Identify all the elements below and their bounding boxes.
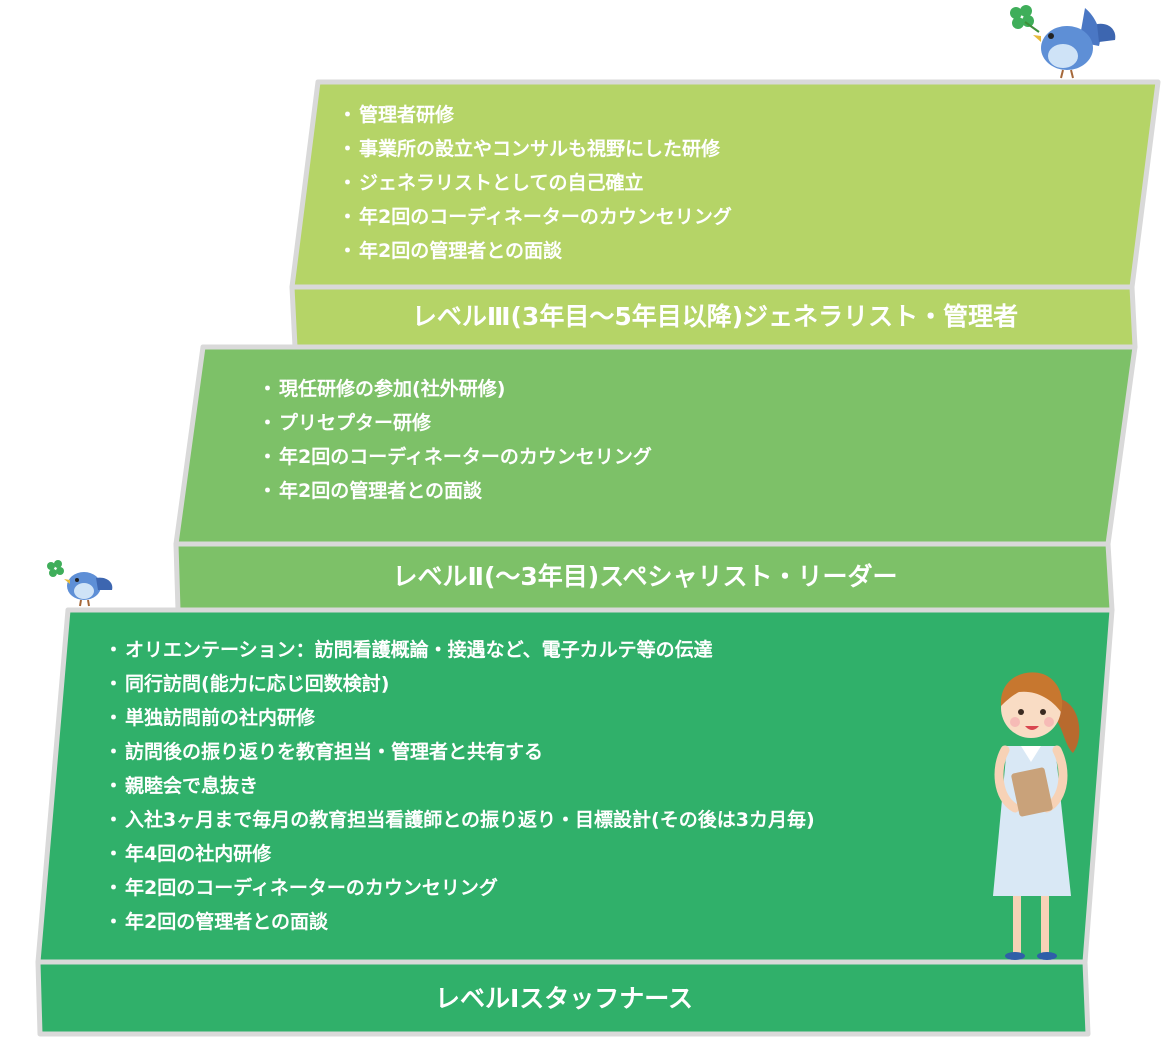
level2-item-list: 現任研修の参加(社外研修) プリセプター研修 年2回のコーディネーターのカウンセ… (258, 372, 652, 508)
list-item: 親睦会で息抜き (104, 769, 815, 803)
list-item: 現任研修の参加(社外研修) (258, 372, 652, 406)
list-item: 同行訪問(能力に応じ回数検討) (104, 667, 815, 701)
list-item: 年2回の管理者との面談 (338, 234, 732, 268)
level3-title: レベルⅢ(3年目〜5年目以降)ジェネラリスト・管理者 (411, 302, 1019, 331)
bird-icon (47, 560, 113, 607)
list-item: 訪問後の振り返りを教育担当・管理者と共有する (104, 735, 815, 769)
level1-item-list: オリエンテーション：訪問看護概論・接遇など、電子カルテ等の伝達 同行訪問(能力に… (104, 633, 815, 939)
level3-item-list: 管理者研修 事業所の設立やコンサルも視野にした研修 ジェネラリストとしての自己確… (338, 98, 732, 268)
list-item: 入社3ヶ月まで毎月の教育担当看護師との振り返り・目標設計(その後は3カ月毎) (104, 803, 815, 837)
level2-title: レベルⅡ(〜3年目)スペシャリスト・リーダー (392, 562, 898, 591)
clover-icon (1010, 5, 1040, 33)
bird-icon (1010, 5, 1116, 79)
list-item: プリセプター研修 (258, 406, 652, 440)
list-item: ジェネラリストとしての自己確立 (338, 166, 732, 200)
list-item: 年2回の管理者との面談 (104, 905, 815, 939)
list-item: 年2回のコーディネーターのカウンセリング (104, 871, 815, 905)
list-item: 事業所の設立やコンサルも視野にした研修 (338, 132, 732, 166)
nurse-illustration (993, 672, 1080, 960)
clover-icon (47, 560, 64, 577)
list-item: 年2回のコーディネーターのカウンセリング (258, 440, 652, 474)
level1-title: レベルⅠスタッフナース (434, 984, 694, 1013)
list-item: オリエンテーション：訪問看護概論・接遇など、電子カルテ等の伝達 (104, 633, 815, 667)
list-item: 管理者研修 (338, 98, 732, 132)
list-item: 年2回のコーディネーターのカウンセリング (338, 200, 732, 234)
list-item: 単独訪問前の社内研修 (104, 701, 815, 735)
list-item: 年4回の社内研修 (104, 837, 815, 871)
level1-title-band (35, 959, 1091, 1037)
list-item: 年2回の管理者との面談 (258, 474, 652, 508)
